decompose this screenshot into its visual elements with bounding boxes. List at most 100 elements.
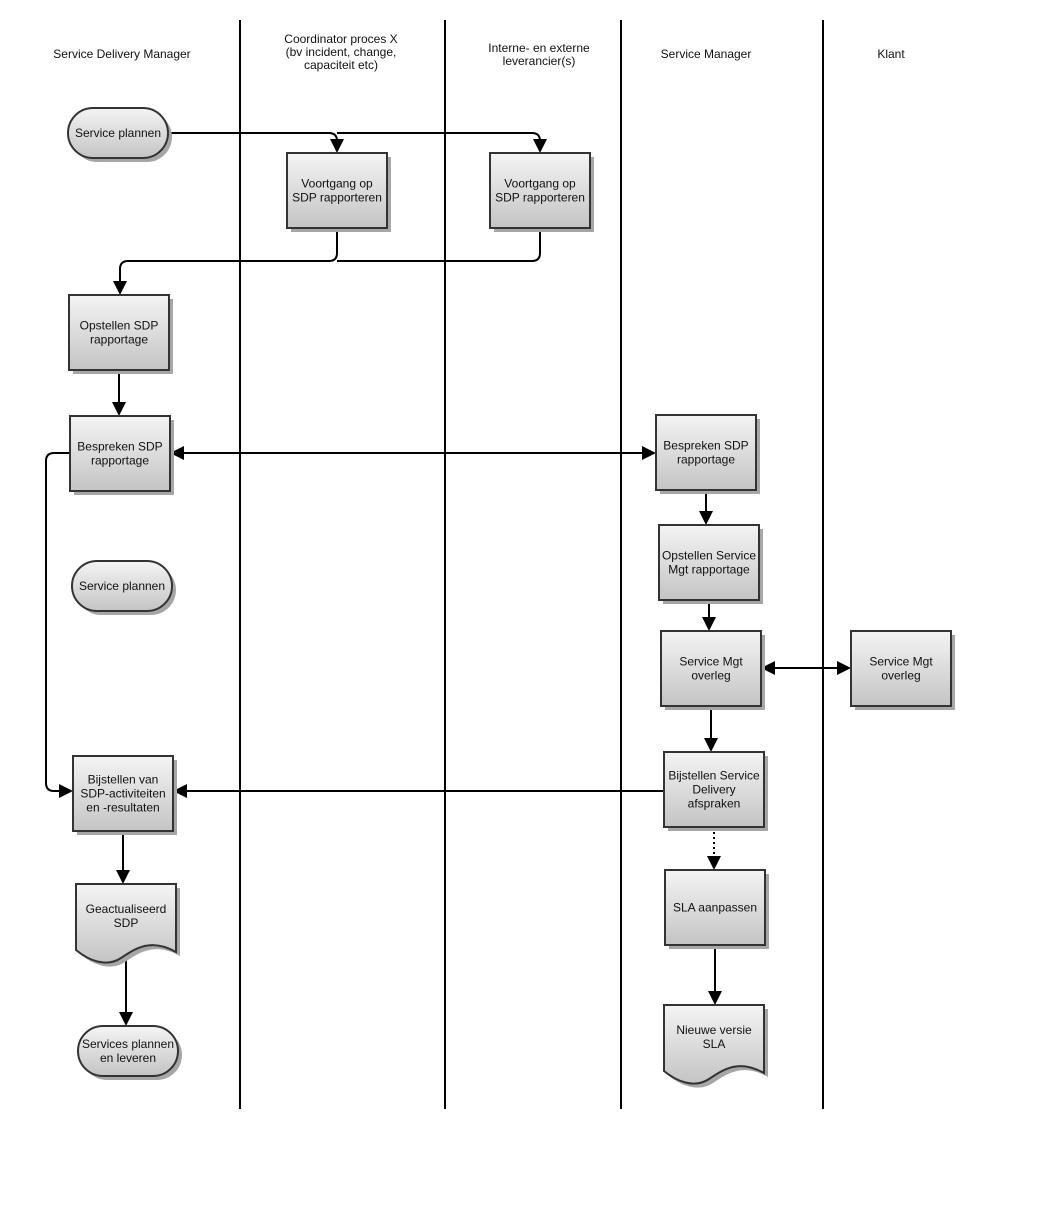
- connector-line: [168, 132, 338, 142]
- node-terminator: Service plannen: [71, 560, 176, 615]
- process-box: [72, 755, 174, 832]
- arrowhead-icon: [119, 1012, 133, 1026]
- process-box: [286, 152, 388, 229]
- node-label: Voortgang op: [301, 177, 373, 191]
- process-box: [489, 152, 591, 229]
- lane-header-sdm: Service Delivery Manager: [53, 47, 190, 61]
- lane-titles: Service Delivery Manager Coordinator proc…: [53, 32, 905, 72]
- lane-title: (bv incident, change,: [286, 45, 397, 59]
- edge-n3-n4: [337, 228, 541, 262]
- arrowhead-icon: [707, 856, 721, 870]
- arrowhead-icon: [837, 661, 851, 675]
- terminator-shape: [71, 560, 173, 612]
- edge-n1-n3: [337, 132, 547, 153]
- node-label: Services plannen: [82, 1037, 174, 1051]
- node-label: Bespreken SDP: [663, 439, 748, 453]
- edge-n4-n5: [112, 370, 126, 416]
- node-label: Opstellen Service: [662, 549, 756, 563]
- process-box: [655, 414, 757, 491]
- node-label: Service plannen: [79, 579, 165, 593]
- node-label: SLA aanpassen: [673, 901, 757, 915]
- lane-title: leverancier(s): [503, 54, 576, 68]
- lane-header-sm: Service Manager: [661, 47, 752, 61]
- document-shape: [663, 1004, 765, 1085]
- arrowhead-icon: [702, 617, 716, 631]
- arrowhead-icon: [116, 870, 130, 884]
- edge-n7-n9: [702, 600, 716, 631]
- lane-header-coord: Coordinator proces X(bv incident, change…: [284, 32, 397, 72]
- node-label: en leveren: [100, 1051, 156, 1065]
- node-label: Service Mgt: [869, 655, 933, 669]
- arrowhead-icon: [708, 991, 722, 1005]
- node-label: rapportage: [90, 333, 148, 347]
- node-label: Nieuwe versie: [676, 1023, 752, 1037]
- terminator-shape: [77, 1025, 179, 1077]
- lane-title: Service Delivery Manager: [53, 47, 190, 61]
- lane-title: Klant: [877, 47, 905, 61]
- node-label: Mgt rapportage: [668, 563, 750, 577]
- edge-n13-n15: [119, 958, 133, 1026]
- edge-n5-n6: [170, 446, 656, 460]
- document-shape: [75, 883, 177, 964]
- process-box: [663, 751, 765, 828]
- lane-title: capaciteit etc): [304, 58, 378, 72]
- edge-n6-n7: [699, 490, 713, 525]
- node-process: SLA aanpassen: [664, 869, 769, 949]
- connector-line: [119, 228, 338, 281]
- node-label: Voortgang op: [504, 177, 576, 191]
- node-label: SDP-activiteiten: [80, 787, 165, 801]
- arrowhead-icon: [642, 446, 656, 460]
- connector-line: [337, 228, 541, 262]
- node-label: SLA: [703, 1037, 726, 1051]
- arrowhead-icon: [173, 784, 187, 798]
- node-label: Service plannen: [75, 126, 161, 140]
- node-label: SDP rapporteren: [292, 191, 382, 205]
- node-label: overleg: [691, 669, 730, 683]
- arrowhead-icon: [533, 139, 547, 153]
- lane-title: Service Manager: [661, 47, 752, 61]
- node-label: overleg: [881, 669, 920, 683]
- arrowhead-icon: [761, 661, 775, 675]
- edge-n1-n2: [168, 132, 344, 153]
- lane-title: Interne- en externe: [488, 41, 590, 55]
- edge-n5-n11: [45, 452, 73, 798]
- lane-dividers: [239, 20, 824, 1109]
- node-label: Geactualiseerd: [86, 902, 167, 916]
- process-box: [69, 415, 171, 492]
- node-label: Service Mgt: [679, 655, 743, 669]
- node-label: en -resultaten: [86, 801, 159, 815]
- arrowhead-icon: [59, 784, 73, 798]
- node-label: SDP: [114, 916, 139, 930]
- edge-n12-n11: [173, 784, 664, 798]
- process-box: [850, 630, 952, 707]
- process-box: [658, 524, 760, 601]
- lane-header-klant: Klant: [877, 47, 905, 61]
- arrowhead-icon: [330, 139, 344, 153]
- edge-n9-n10: [761, 661, 851, 675]
- edge-n12-n14: [707, 827, 721, 870]
- node-label: Delivery: [692, 783, 735, 797]
- process-box: [660, 630, 762, 707]
- process-box: [664, 869, 766, 946]
- arrowhead-icon: [699, 511, 713, 525]
- node-label: rapportage: [677, 453, 735, 467]
- node-label: Opstellen SDP: [80, 319, 159, 333]
- node-terminator: Service plannen: [67, 107, 172, 162]
- edge-n14-n16: [708, 945, 722, 1005]
- connector-line: [45, 452, 70, 792]
- arrowhead-icon: [113, 281, 127, 295]
